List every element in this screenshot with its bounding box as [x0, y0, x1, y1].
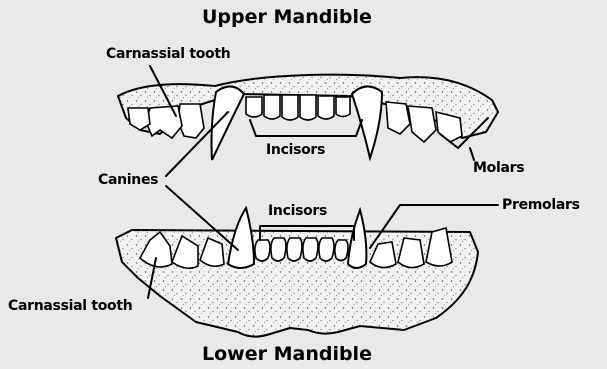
upper-incisors-bracket [250, 120, 362, 136]
upper-canine-right [352, 86, 382, 158]
upper-incisor-4 [300, 95, 316, 120]
lower-incisor-6 [335, 240, 348, 261]
upper-carnassial-left [146, 106, 182, 138]
upper-premolar-right-1 [386, 102, 410, 134]
lower-incisor-3 [287, 238, 302, 261]
upper-premolar-right-2 [408, 106, 436, 142]
lower-mandible-title: Lower Mandible [202, 343, 372, 365]
incisors-upper-label: Incisors [266, 142, 325, 158]
lower-incisor-2 [271, 238, 286, 261]
premolars-label: Premolars [502, 197, 580, 213]
molars-label: Molars [473, 160, 524, 176]
canines-label: Canines [98, 172, 158, 188]
carnassial-tooth-upper-label: Carnassial tooth [106, 46, 230, 62]
molars-leader [470, 148, 474, 160]
upper-incisor-6 [336, 97, 350, 117]
lower-canine-right [348, 210, 366, 268]
upper-premolar-left-1 [178, 104, 204, 138]
lower-incisor-5 [319, 238, 334, 261]
upper-incisor-1 [246, 97, 262, 117]
carnassial-tooth-lower-label: Carnassial tooth [8, 298, 132, 314]
incisors-lower-label: Incisors [268, 203, 327, 219]
lower-incisor-1 [255, 240, 270, 261]
upper-molar-left [128, 108, 150, 130]
lower-incisor-4 [303, 238, 318, 261]
upper-incisor-5 [318, 96, 334, 119]
upper-mandible-title: Upper Mandible [202, 6, 372, 28]
lower-jaw [116, 208, 478, 337]
upper-incisor-3 [282, 95, 298, 120]
upper-incisor-2 [264, 95, 280, 119]
